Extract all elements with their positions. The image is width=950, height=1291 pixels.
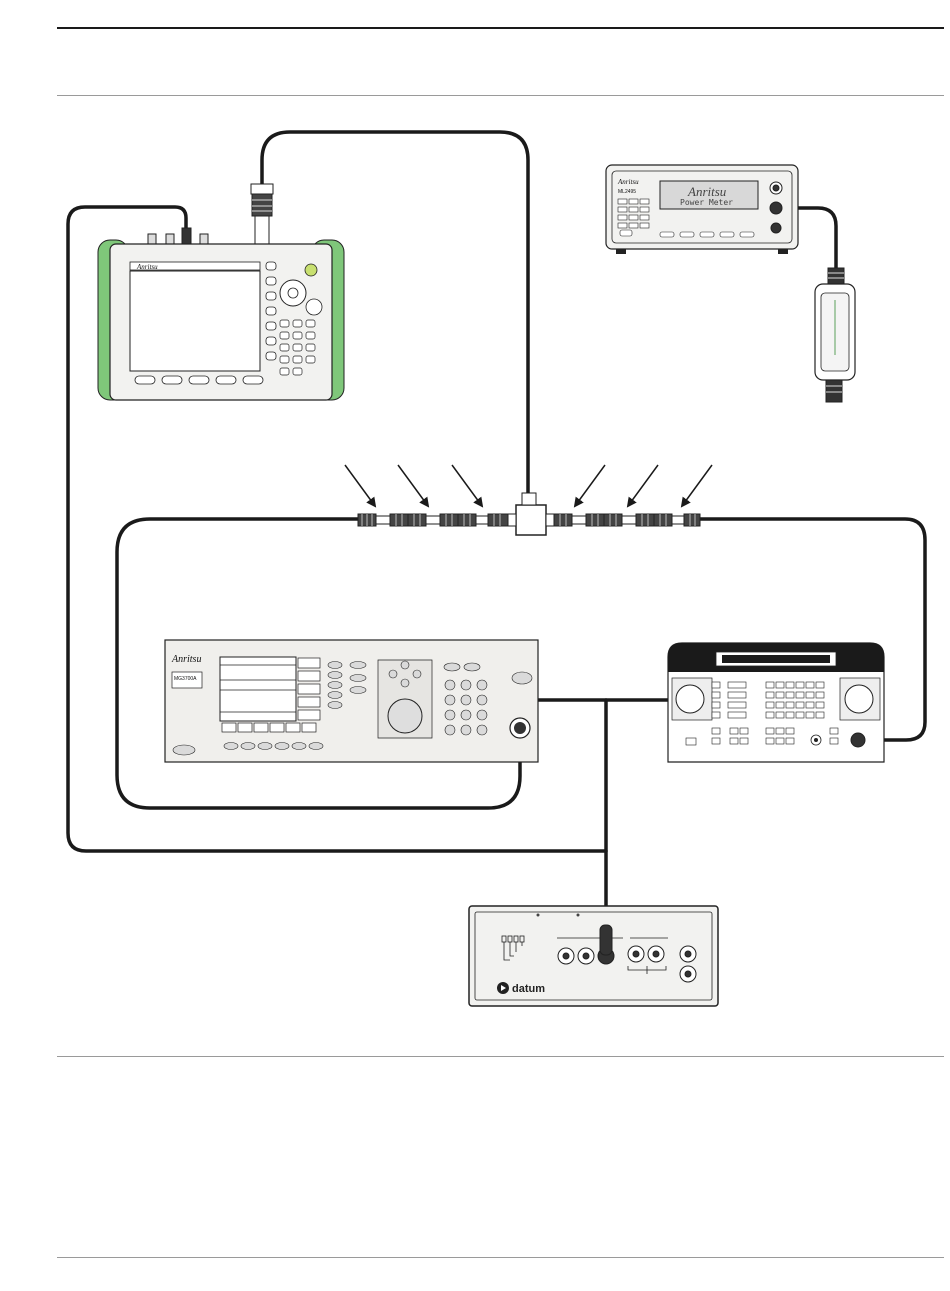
datum-brand-label: datum <box>512 983 545 995</box>
handheld-top-ports <box>148 228 208 244</box>
arrow-icon <box>452 465 482 506</box>
knob-icon <box>845 685 873 713</box>
handheld-screen <box>130 271 260 371</box>
power-meter-ports <box>770 182 782 233</box>
connector-icon <box>251 184 273 246</box>
power-meter-display-text: Power Meter <box>680 198 733 207</box>
frequency-reference: datum <box>469 906 718 1006</box>
power-meter-brand-label: Anritsu <box>617 178 639 186</box>
rf-signal-generator <box>668 643 884 762</box>
handheld-analyzer: Anritsu <box>98 184 344 400</box>
power-meter: Anritsu ML2495 Anritsu Power Meter <box>606 165 798 254</box>
knob-icon <box>388 699 422 733</box>
tee-adapter-icon <box>516 505 546 535</box>
knob-icon <box>676 685 704 713</box>
mg3700a-model-label: MG3700A <box>174 676 197 682</box>
handheld-brand-label: Anritsu <box>136 263 158 271</box>
arrow-icon <box>398 465 428 506</box>
arrow-icon <box>628 465 658 506</box>
adapter-chain <box>358 493 700 535</box>
power-meter-display-brand: Anritsu <box>687 184 727 199</box>
power-sensor <box>815 268 855 402</box>
arrow-icon <box>682 465 712 506</box>
arrow-icon <box>575 465 605 506</box>
mg3700a-screen <box>220 657 296 721</box>
siggen-rf-port <box>851 733 865 747</box>
power-icon <box>305 264 317 276</box>
power-meter-model-label: ML2495 <box>618 189 636 195</box>
arrow-icon <box>345 465 375 506</box>
mg3700a-brand-label: Anritsu <box>171 654 201 665</box>
vector-signal-generator: Anritsu MG3700A <box>165 640 538 762</box>
